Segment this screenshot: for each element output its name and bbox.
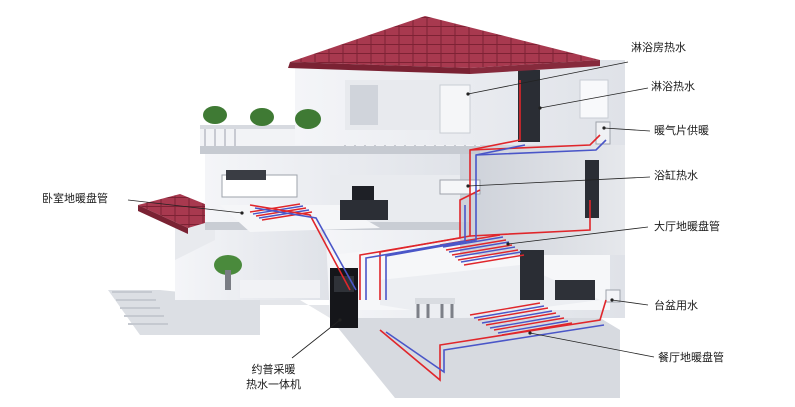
upper-floor	[295, 60, 625, 145]
floor-heating-coils	[249, 203, 573, 336]
label-shower-room-hot-water: 淋浴房热水	[631, 41, 686, 54]
leader-lines	[127, 61, 655, 359]
label-unit-line2: 热水一体机	[246, 378, 301, 391]
label-radiator-heating: 暖气片供暖	[654, 124, 709, 137]
plants	[203, 106, 321, 290]
main-roof	[288, 16, 600, 74]
label-hall-floor-heating: 大厅地暖盘管	[654, 220, 720, 233]
label-dining-floor-heating: 餐厅地暖盘管	[658, 351, 724, 364]
label-bathtub-hot-water: 浴缸热水	[654, 169, 698, 182]
ground-slab	[108, 290, 620, 398]
leader-dots	[240, 92, 614, 335]
cold-water-pipes	[254, 139, 607, 374]
label-basin-water: 台盆用水	[654, 299, 698, 312]
furniture	[221, 121, 621, 328]
hot-water-pipes	[249, 80, 607, 382]
label-shower-hot-water: 淋浴热水	[651, 80, 695, 93]
label-bedroom-floor-heating: 卧室地暖盘管	[42, 192, 108, 205]
label-unit-line1: 约普采暖	[251, 363, 296, 376]
label-heating-water-unit: 约普采暖 热水一体机	[246, 362, 301, 392]
